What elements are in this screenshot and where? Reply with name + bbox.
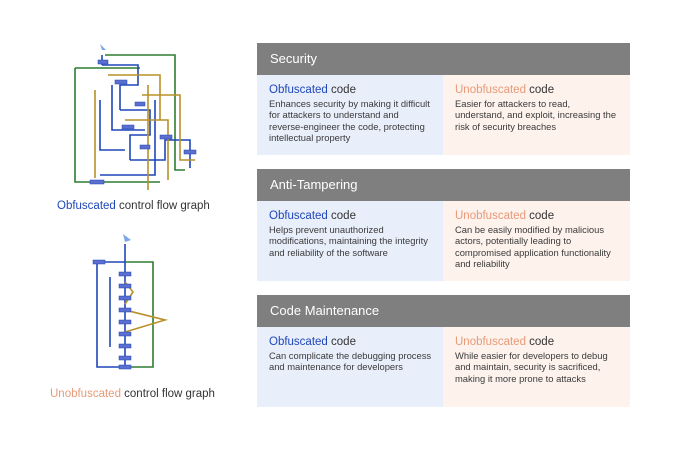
column-title: Unobfuscated code (455, 84, 620, 96)
obfuscated-graph-caption: Obfuscated control flow graph (57, 200, 210, 212)
section-anti-tampering: Anti-Tampering Obfuscated code Helps pre… (257, 169, 630, 281)
caption-rest: control flow graph (120, 388, 215, 400)
title-highlight: Obfuscated (269, 84, 328, 96)
caption-rest: control flow graph (115, 200, 210, 212)
section-heading: Security (257, 43, 630, 75)
column-text: While easier for developers to debug and… (455, 350, 608, 384)
unobfuscated-column: Unobfuscated code While easier for devel… (443, 327, 630, 407)
section-heading: Code Maintenance (257, 295, 630, 327)
title-rest: code (327, 210, 356, 222)
title-highlight: Obfuscated (269, 336, 328, 348)
section-heading: Anti-Tampering (257, 169, 630, 201)
unobfuscated-column: Unobfuscated code Can be easily modified… (443, 201, 630, 281)
column-text: Can complicate the debugging process and… (269, 350, 432, 373)
column-title: Obfuscated code (269, 210, 433, 222)
section-code-maintenance: Code Maintenance Obfuscated code Can com… (257, 295, 630, 407)
column-title: Obfuscated code (269, 84, 433, 96)
unobfuscated-column: Unobfuscated code Easier for attackers t… (443, 75, 630, 155)
title-highlight: Unobfuscated (455, 336, 526, 348)
title-highlight: Unobfuscated (455, 84, 526, 96)
caption-highlight: Obfuscated (57, 200, 116, 212)
obfuscated-column: Obfuscated code Enhances security by mak… (257, 75, 443, 155)
title-rest: code (525, 336, 555, 348)
caption-highlight: Unobfuscated (50, 388, 121, 400)
obfuscated-column: Obfuscated code Can complicate the debug… (257, 327, 443, 407)
obfuscated-column: Obfuscated code Helps prevent unauthoriz… (257, 201, 443, 281)
column-text: Enhances security by making it difficult… (269, 98, 430, 144)
title-rest: code (525, 84, 555, 96)
title-highlight: Unobfuscated (455, 210, 526, 222)
column-title: Obfuscated code (269, 336, 433, 348)
column-title: Unobfuscated code (455, 336, 620, 348)
column-text: Easier for attackers to read, understand… (455, 98, 617, 132)
title-rest: code (525, 210, 555, 222)
section-security: Security Obfuscated code Enhances securi… (257, 43, 630, 155)
column-text: Can be easily modified by malicious acto… (455, 224, 611, 270)
column-text: Helps prevent unauthorized modifications… (269, 224, 428, 258)
unobfuscated-graph (85, 232, 175, 377)
obfuscated-graph (60, 40, 220, 190)
unobfuscated-graph-caption: Unobfuscated control flow graph (50, 388, 215, 400)
title-rest: code (327, 336, 356, 348)
title-rest: code (327, 84, 356, 96)
title-highlight: Obfuscated (269, 210, 328, 222)
column-title: Unobfuscated code (455, 210, 620, 222)
